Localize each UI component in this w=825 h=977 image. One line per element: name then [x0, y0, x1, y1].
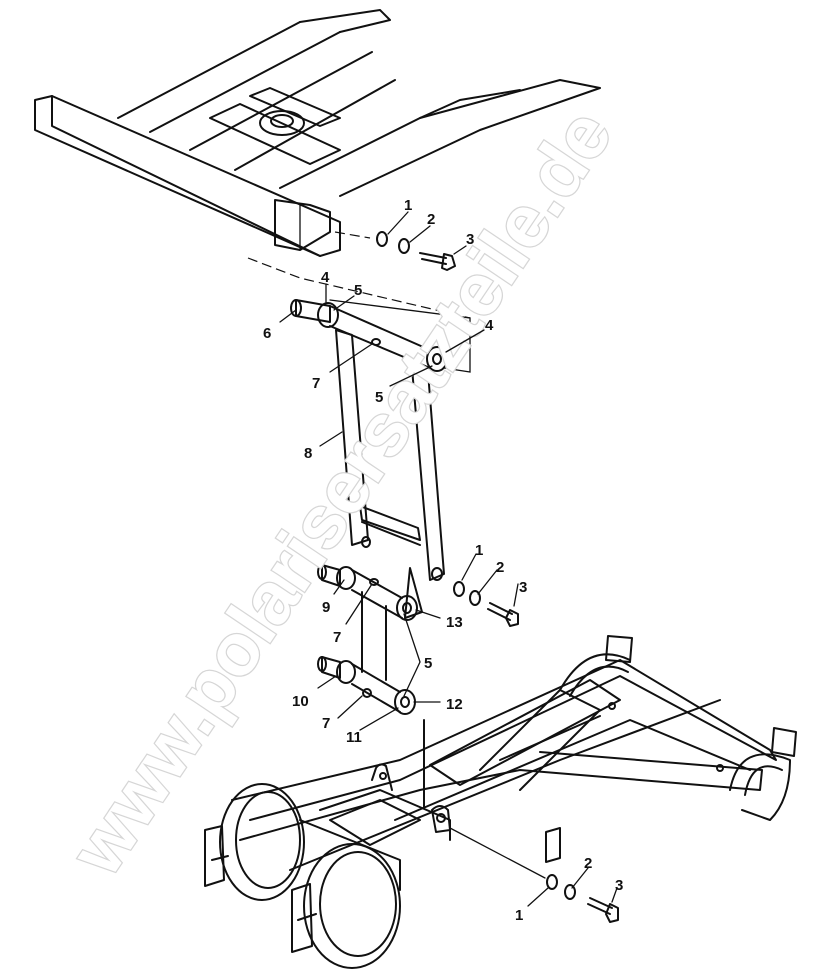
callout-7-upper: 7 — [312, 375, 320, 392]
callout-3-bottom: 3 — [615, 877, 623, 894]
fastener-set-bottom — [449, 827, 619, 923]
callout-1-top: 1 — [404, 197, 412, 214]
callout-1-middle: 1 — [475, 542, 483, 559]
washer-flat-top — [376, 231, 388, 247]
callout-12: 12 — [446, 696, 463, 713]
washer-flat-middle — [453, 581, 465, 597]
callout-6: 6 — [263, 325, 271, 342]
washer-lock-bottom — [564, 884, 576, 900]
callout-9: 9 — [322, 599, 330, 616]
chassis-frame — [34, 9, 601, 257]
callout-labels: 1 2 3 4 5 6 4 7 5 8 1 2 3 9 7 13 5 10 7 … — [263, 197, 623, 924]
callout-5-upper-left: 5 — [354, 282, 362, 299]
callout-5-upper-right: 5 — [375, 389, 383, 406]
callout-11: 11 — [346, 729, 362, 746]
callout-1-bottom: 1 — [515, 907, 523, 924]
link-bar-upper — [290, 299, 471, 581]
fastener-set-top — [376, 231, 456, 271]
washer-flat-bottom — [546, 874, 558, 890]
leader-lines — [279, 211, 618, 907]
callout-7-middle: 7 — [333, 629, 341, 646]
callout-4-right: 4 — [485, 317, 494, 334]
washer-lock-top — [398, 238, 410, 254]
fastener-set-middle — [453, 581, 519, 627]
callout-8: 8 — [304, 445, 312, 462]
callout-3-top: 3 — [466, 231, 474, 248]
callout-2-bottom: 2 — [584, 855, 592, 872]
callout-3-middle: 3 — [519, 579, 527, 596]
callout-4-left: 4 — [321, 269, 330, 286]
washer-lock-middle — [469, 590, 481, 606]
callout-10: 10 — [292, 693, 309, 710]
link-bar-lower — [317, 564, 423, 715]
rear-torque-arm — [204, 635, 797, 969]
callout-2-top: 2 — [427, 211, 435, 228]
callout-5-lower: 5 — [424, 655, 432, 672]
watermark-text: www.polarisersatzteile.de — [54, 95, 628, 890]
callout-2-middle: 2 — [496, 559, 504, 576]
callout-7-lower: 7 — [322, 715, 330, 732]
callout-13: 13 — [446, 614, 463, 631]
